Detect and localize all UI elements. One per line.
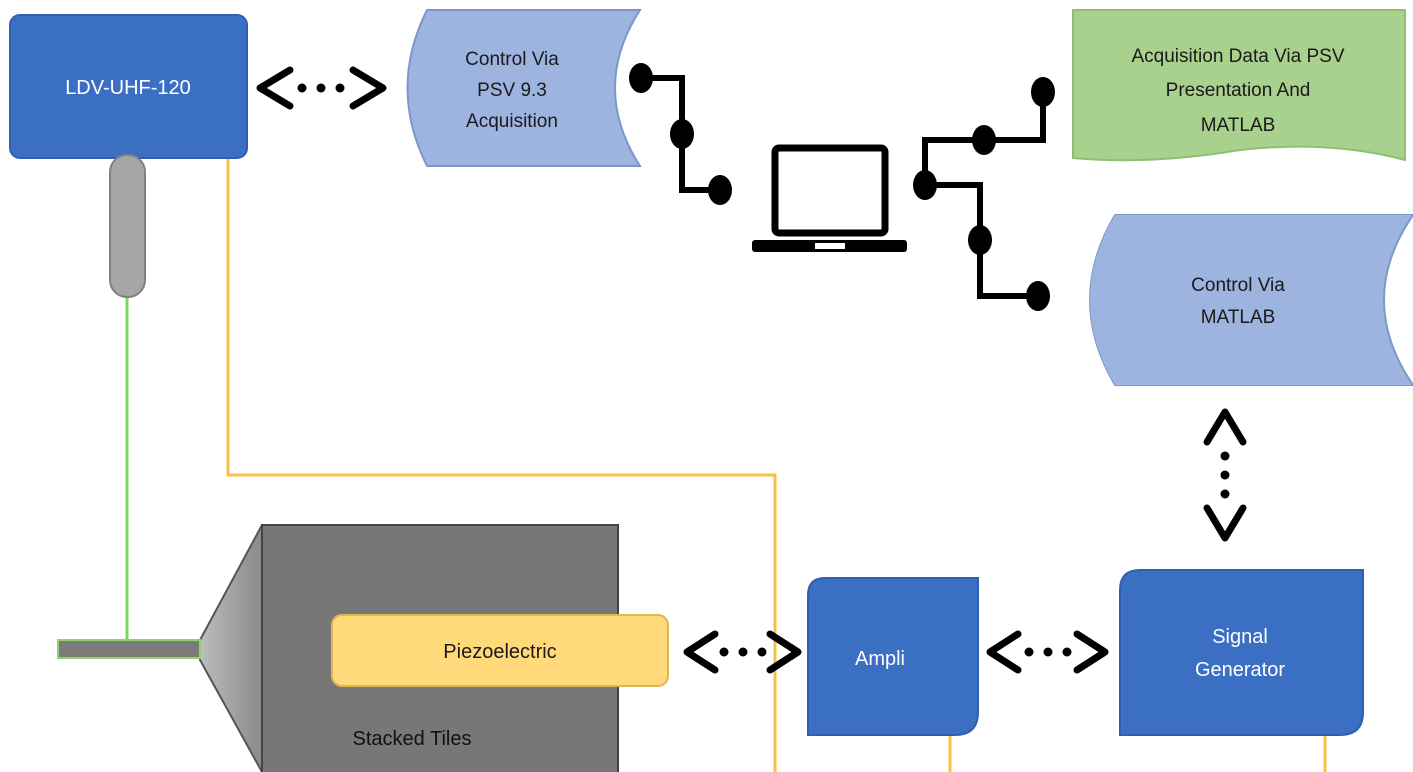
piezo-box — [331, 614, 669, 687]
acquisition-data-line2: Presentation And — [1166, 80, 1311, 101]
ldv-label: LDV-UHF-120 — [65, 77, 191, 99]
tiles-horn — [199, 524, 263, 772]
control-psv-line3: Acquisition — [466, 111, 558, 132]
arrow-matlab-signal — [1203, 408, 1247, 542]
signal-generator-line2: Generator — [1195, 659, 1285, 681]
wires — [125, 155, 1327, 772]
control-matlab-line1: Control Via — [1191, 275, 1285, 296]
acquisition-data-node: Acquisition Data Via PSV Presentation An… — [1072, 9, 1406, 162]
signal-generator-node: Signal Generator — [1119, 569, 1364, 736]
stacked-tiles-label: Stacked Tiles — [353, 728, 472, 750]
laser-probe — [109, 154, 146, 298]
control-matlab-node: Control Via MATLAB — [1089, 214, 1413, 386]
arrow-piezo-ampli — [683, 630, 802, 674]
ampli-label: Ampli — [855, 648, 905, 670]
signal-generator-box — [1119, 569, 1364, 736]
acquisition-data-shape — [1072, 9, 1406, 162]
ampli-box — [807, 577, 979, 736]
laptop-icon — [752, 144, 907, 252]
control-psv-node: Control Via PSV 9.3 Acquisition — [406, 9, 642, 167]
piezo-node: Piezoelectric — [331, 614, 669, 687]
sample-rod — [57, 639, 201, 659]
signal-generator-line1: Signal — [1212, 626, 1268, 648]
ampli-node: Ampli — [807, 577, 979, 736]
acquisition-data-line1: Acquisition Data Via PSV — [1132, 46, 1345, 67]
connector-laptop-outputs — [913, 77, 1055, 311]
ldv-to-amp-wire — [226, 155, 777, 772]
arrow-ampli-signal — [986, 630, 1109, 674]
control-matlab-line2: MATLAB — [1201, 307, 1276, 328]
control-psv-line1: Control Via — [465, 49, 559, 70]
acquisition-data-line3: MATLAB — [1201, 115, 1276, 136]
ldv-node: LDV-UHF-120 — [9, 14, 248, 159]
control-psv-line2: PSV 9.3 — [477, 80, 547, 101]
connector-psv-laptop — [629, 63, 732, 205]
control-psv-shape — [406, 9, 642, 167]
arrow-ldv-psv — [256, 66, 387, 110]
piezo-label: Piezoelectric — [443, 641, 556, 663]
